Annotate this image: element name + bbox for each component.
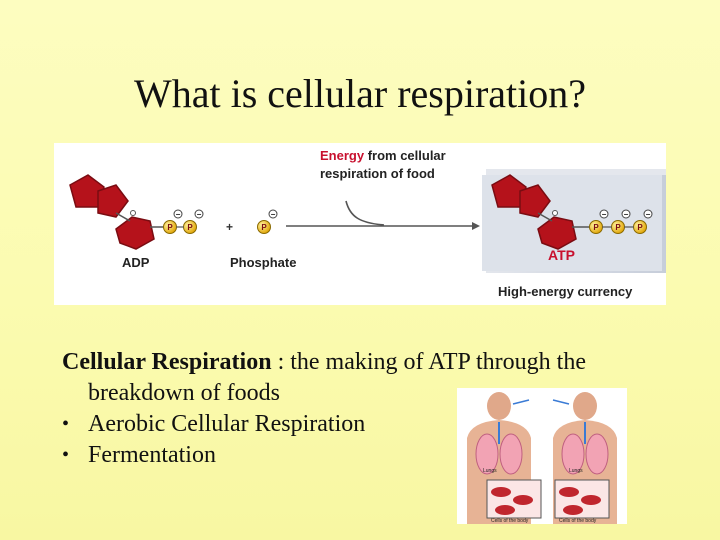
bullet-text: Aerobic Cellular Respiration xyxy=(88,411,366,437)
bullet-icon: • xyxy=(62,413,70,435)
negative-charge-symbol: − xyxy=(624,210,629,219)
phosphate-symbol: P xyxy=(187,223,193,232)
energy-curve xyxy=(345,200,385,226)
atp-molecule xyxy=(491,174,653,250)
negative-charge-symbol: − xyxy=(646,210,651,219)
currency-label: High-energy currency xyxy=(498,284,633,299)
adp-molecule xyxy=(69,174,204,250)
adp-atp-diagram: P P P P P P − − − − − − + ADP Phosphate … xyxy=(54,143,666,305)
definition-term: Cellular Respiration xyxy=(62,349,272,375)
adp-label: ADP xyxy=(122,255,150,270)
list-item: • Fermentation xyxy=(62,440,652,471)
atp-formation-graphic: P P P P P P − − − − − − + xyxy=(69,169,666,273)
slide-title: What is cellular respiration? xyxy=(133,71,587,116)
phosphate-label: Phosphate xyxy=(230,255,297,270)
list-item: • Aerobic Cellular Respiration xyxy=(62,409,652,440)
phosphate-symbol: P xyxy=(261,223,267,232)
negative-charge-symbol: − xyxy=(176,210,181,219)
negative-charge-symbol: − xyxy=(271,210,276,219)
energy-caption: Energy from cellular respiration of food xyxy=(320,147,470,183)
negative-charge-symbol: − xyxy=(602,210,607,219)
lungs-label-left: Lungs xyxy=(483,468,497,474)
atp-label: ATP xyxy=(548,247,575,263)
lungs-label-right: Lungs xyxy=(569,468,583,474)
cells-label-left: Cells of the body xyxy=(491,518,529,524)
phosphate-symbol: P xyxy=(637,223,643,232)
free-phosphate xyxy=(257,209,278,234)
bullet-icon: • xyxy=(62,444,70,466)
definition-text: : the making of ATP through the breakdow… xyxy=(88,349,586,406)
phosphate-symbol: P xyxy=(593,223,599,232)
energy-rest: from cellular respiration of food xyxy=(320,148,446,181)
definition: Cellular Respiration : the making of ATP… xyxy=(62,347,652,409)
bullet-list: • Aerobic Cellular Respiration • Fermentat… xyxy=(62,409,652,471)
cells-label-right: Cells of the body xyxy=(559,518,597,524)
plus-sign: + xyxy=(226,220,233,234)
energy-word: Energy xyxy=(320,148,365,163)
phosphate-symbol: P xyxy=(167,223,173,232)
slide-content: Cellular Respiration : the making of ATP… xyxy=(62,347,652,471)
respiration-illustration: Lungs Lungs Cells of the body Cells of t… xyxy=(457,388,627,524)
phosphate-symbol: P xyxy=(615,223,621,232)
negative-charge-symbol: − xyxy=(197,210,202,219)
bullet-text: Fermentation xyxy=(88,442,216,468)
